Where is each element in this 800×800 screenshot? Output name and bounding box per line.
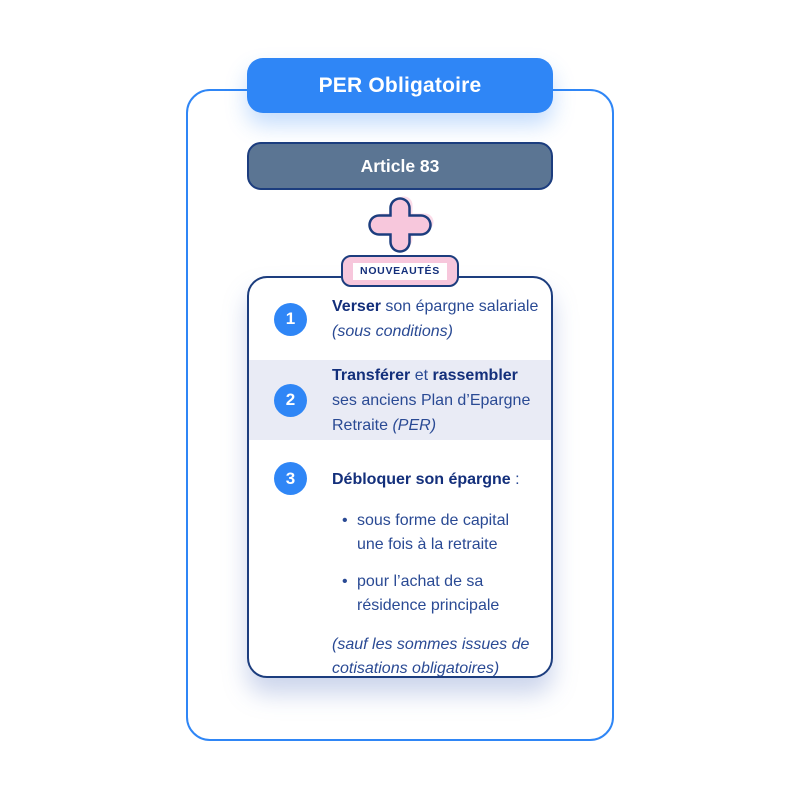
per-obligatoire-title: PER Obligatoire <box>318 73 482 97</box>
article-83-pill: Article 83 <box>247 142 553 190</box>
item-3-heading: Débloquer son épargne : <box>332 467 539 492</box>
item-number-2: 2 <box>285 390 296 409</box>
item-2-bold-1: Transférer <box>332 366 411 384</box>
plus-icon <box>368 196 434 254</box>
bullet-item-1: • sous forme de capital une fois à la re… <box>342 509 539 557</box>
item-number-circle-1: 1 <box>274 302 307 336</box>
item-2-normal-2: ses anciens Plan d’Epargne Retraite <box>332 391 531 434</box>
features-card: 1 Verser son épargne salariale (sous con… <box>247 276 553 678</box>
item-2-normal-1: et <box>410 366 433 384</box>
per-obligatoire-title-pill: PER Obligatoire <box>247 58 553 113</box>
item-number-circle-3: 3 <box>274 462 307 495</box>
item-2-italic: (PER) <box>392 416 437 434</box>
item-text-3: Débloquer son épargne : • sous forme de … <box>332 462 539 677</box>
bullet-text-1: sous forme de capital une fois à la retr… <box>357 512 510 553</box>
note-text: (sauf les sommes issues de cotisations o… <box>332 636 530 677</box>
item-number-circle-2: 2 <box>274 383 307 417</box>
feature-item-2: 2 Transférer et rassembler ses anciens P… <box>249 360 551 440</box>
item-3-heading-bold: Débloquer son épargne <box>332 471 511 488</box>
item-1-bold: Verser <box>332 298 381 315</box>
article-83-label: Article 83 <box>360 155 440 176</box>
bullet-text-2: pour l’achat de sa résidence principale <box>357 573 500 614</box>
item-1-italic: (sous conditions) <box>332 323 453 340</box>
bullet-list: • sous forme de capital une fois à la re… <box>332 509 539 618</box>
item-text-2: Transférer et rassembler ses anciens Pla… <box>332 363 539 438</box>
item-2-bold-2: rassembler <box>432 366 518 384</box>
item-1-normal: son épargne salariale <box>380 298 539 315</box>
item-text-1: Verser son épargne salariale (sous condi… <box>332 294 539 344</box>
item-number-3: 3 <box>285 468 296 488</box>
bullet-dot-2: • <box>342 573 348 590</box>
bullet-dot-1: • <box>342 512 348 529</box>
item-number-1: 1 <box>285 309 296 328</box>
nouveautes-badge: NOUVEAUTÉS <box>341 255 459 287</box>
bullet-item-2: • pour l’achat de sa résidence principal… <box>342 570 539 618</box>
item-3-heading-colon: : <box>510 471 520 488</box>
nouveautes-badge-label: NOUVEAUTÉS <box>353 262 447 280</box>
feature-item-1: 1 Verser son épargne salariale (sous con… <box>249 278 551 360</box>
feature-item-3: 3 Débloquer son épargne : • sous forme d… <box>249 440 551 677</box>
